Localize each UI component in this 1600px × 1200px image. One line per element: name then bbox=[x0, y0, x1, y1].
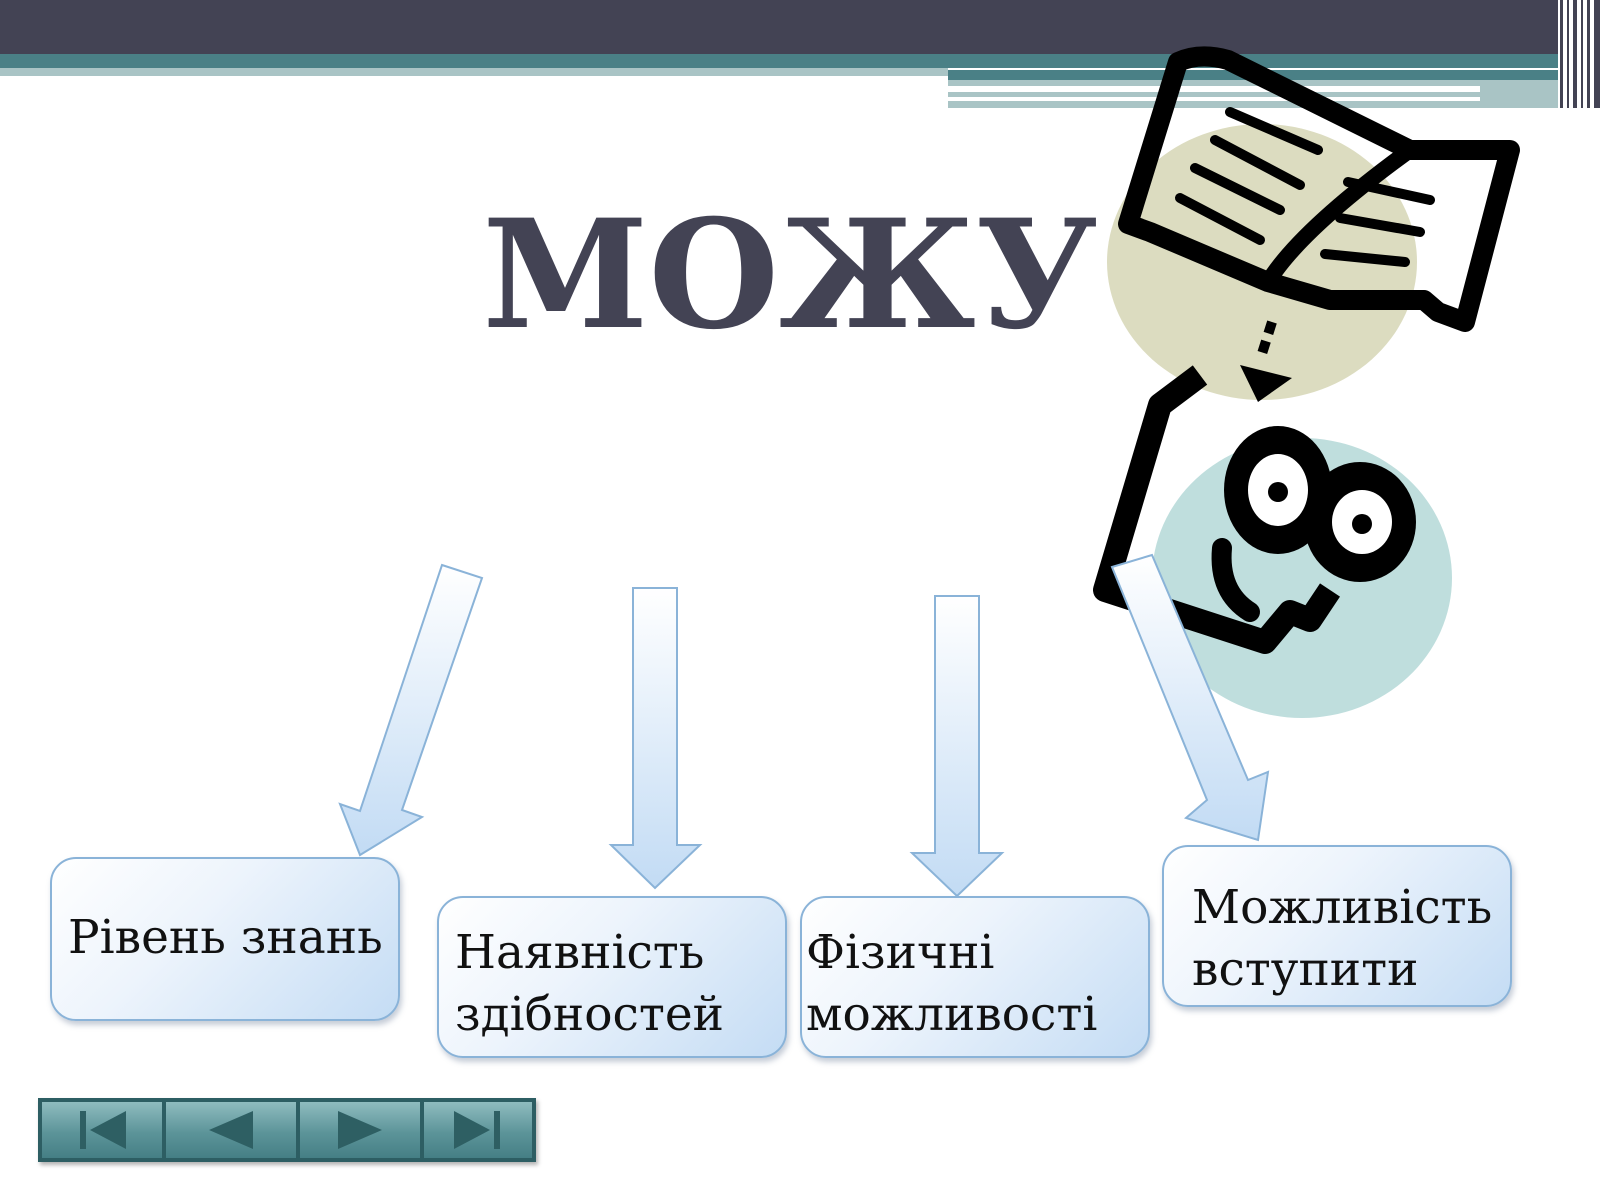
clipart-blob-blue bbox=[1152, 438, 1452, 718]
box-line: вступити bbox=[1192, 942, 1419, 997]
box-line: Можливість bbox=[1192, 880, 1493, 935]
arrow-to-box-4 bbox=[1110, 553, 1270, 842]
header-stripe bbox=[948, 70, 1600, 80]
header-stripe bbox=[0, 68, 948, 76]
arrow-to-box-1 bbox=[338, 563, 484, 857]
first-slide-button[interactable] bbox=[40, 1100, 164, 1160]
diagram-box-physical-capabilities: Фізичні можливості bbox=[800, 896, 1150, 1058]
first-icon bbox=[80, 1111, 126, 1149]
diagram-box-knowledge-level: Рівень знань bbox=[50, 857, 400, 1021]
next-icon bbox=[338, 1111, 382, 1149]
clipart-blob-tan bbox=[1107, 124, 1417, 400]
last-icon bbox=[454, 1111, 500, 1149]
previous-slide-button[interactable] bbox=[164, 1100, 298, 1160]
box-line: здібностей bbox=[455, 987, 724, 1042]
header-edge-lines bbox=[1558, 0, 1600, 108]
box-line: Рівень знань bbox=[68, 910, 383, 965]
diagram-box-admission-possibility: Можливість вступити bbox=[1162, 845, 1512, 1007]
arrow-to-box-3 bbox=[909, 595, 1005, 898]
box-line: Фізичні bbox=[806, 925, 995, 980]
last-slide-button[interactable] bbox=[422, 1100, 534, 1160]
header-stripe bbox=[948, 97, 1480, 101]
previous-icon bbox=[209, 1111, 253, 1149]
header-band bbox=[0, 0, 1600, 54]
box-line: Наявність bbox=[455, 925, 705, 980]
header-stripe bbox=[948, 86, 1480, 92]
slide-navigation bbox=[38, 1098, 536, 1162]
header-stripe bbox=[0, 54, 1600, 68]
slide-title: МОЖУ bbox=[482, 187, 1098, 363]
diagram-box-abilities: Наявність здібностей bbox=[437, 896, 787, 1058]
box-line: можливості bbox=[806, 987, 1098, 1042]
next-slide-button[interactable] bbox=[298, 1100, 422, 1160]
arrow-to-box-2 bbox=[608, 587, 703, 890]
header-stripe bbox=[948, 80, 1600, 108]
face-icon bbox=[1093, 365, 1416, 654]
